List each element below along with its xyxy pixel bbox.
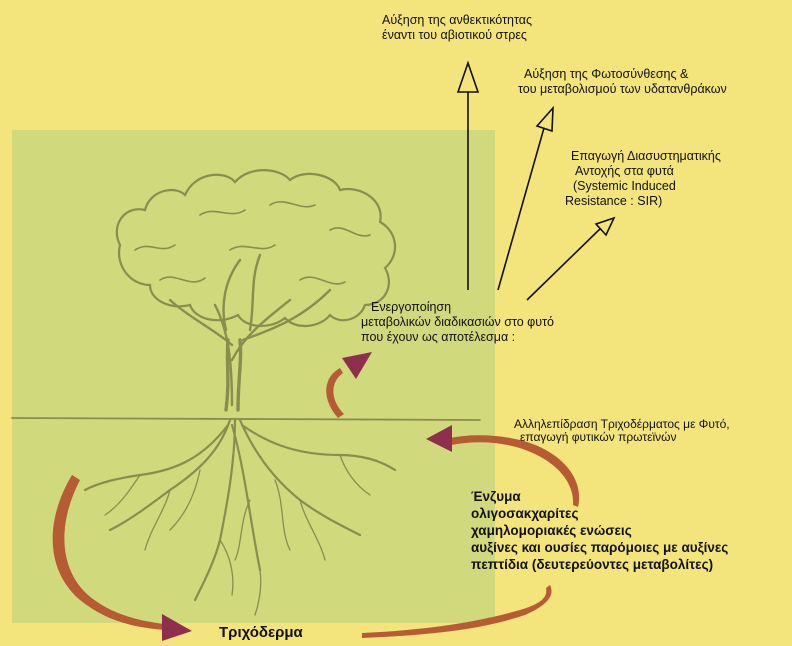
arrow-head-trichoderma: [162, 614, 192, 641]
arrow-head-photosynthesis: [535, 105, 554, 133]
label-secreted-compounds: Ένζυμα ολιγοσακχαρίτες χαμηλομοριακές εν…: [471, 488, 728, 573]
label-line: Αντοχής στα φυτά: [575, 164, 674, 178]
label-activation: Ενεργοποίηση μεταβολικών διαδικασιών στο…: [361, 300, 554, 345]
label-line: Επαγωγή Διασυστηματικής: [571, 149, 721, 163]
label-line: επαγωγή φυτικών πρωτεϊνών: [520, 430, 677, 444]
cycle-arrows: [52, 352, 580, 641]
label-interaction: Αλληλεπίδραση Τριχοδέρματος με Φυτό, επα…: [514, 418, 730, 444]
label-line: χαμηλομοριακές ενώσεις: [471, 523, 632, 538]
label-line: αυξίνες και ουσίες παρόμοιες με αυξίνες: [471, 540, 729, 555]
label-line: πεπτίδια (δευτερεύοντες μεταβολίτες): [471, 557, 714, 572]
arrow-systemic: [526, 225, 604, 301]
label-photosynthesis: Αύξηση της Φωτοσύνθεσης & του μεταβολισμ…: [518, 67, 727, 97]
arrow-secretions-to-interaction: [450, 435, 580, 507]
arrow-head-systemic: [594, 216, 616, 237]
label-trichoderma: Τριχόδερμα: [219, 624, 303, 641]
label-line: Ένζυμα: [471, 489, 521, 504]
arrow-head-interaction: [426, 425, 452, 452]
label-line: μεταβολικών διαδικασιών στο φυτό: [361, 315, 554, 329]
label-line: (Systemic Induced: [573, 179, 676, 193]
arrow-head-activation: [342, 352, 372, 379]
label-line: έναντι του αβιοτικού στρες: [382, 28, 527, 42]
effect-arrows: [456, 60, 616, 301]
tree-icon: [11, 169, 481, 616]
arrow-photosynthesis: [497, 127, 545, 291]
label-line: Ενεργοποίηση: [371, 300, 452, 314]
label-line: Αύξηση της ανθεκτικότητας: [382, 13, 532, 27]
label-line: του μεταβολισμού των υδατανθράκων: [518, 82, 727, 96]
tree-panel: [12, 130, 495, 623]
label-line: που έχουν ως αποτέλεσμα :: [361, 330, 516, 344]
arrow-trichoderma-to-secretions: [362, 585, 552, 638]
label-abiotic-stress: Αύξηση της ανθεκτικότητας έναντι του αβι…: [382, 13, 532, 43]
arrow-to-activation: [326, 368, 344, 418]
label-line: Αλληλεπίδραση Τριχοδέρματος με Φυτό,: [514, 417, 730, 431]
arrow-head-abiotic: [456, 60, 480, 93]
label-systemic-resistance: Επαγωγή Διασυστηματικής Αντοχής στα φυτά…: [565, 149, 721, 209]
label-line: ολιγοσακχαρίτες: [471, 506, 579, 521]
label-line: Αύξηση της Φωτοσύνθεσης &: [524, 67, 689, 81]
arrow-left-to-trichoderma: [52, 475, 165, 630]
label-line: Resistance : SIR): [565, 194, 663, 208]
